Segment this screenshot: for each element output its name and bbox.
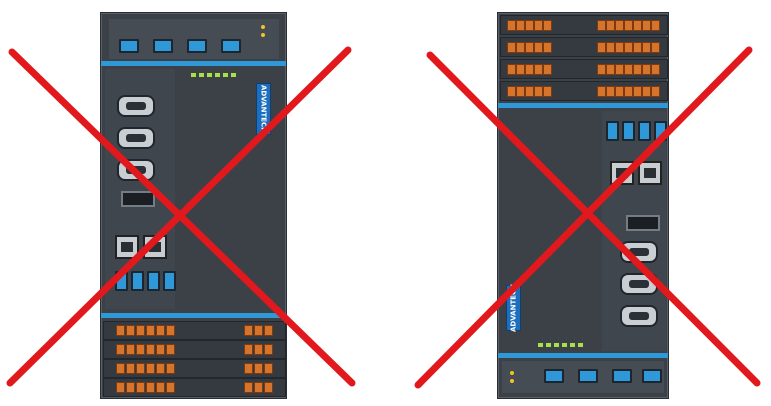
status-led <box>578 343 583 347</box>
usb-port <box>131 271 144 291</box>
status-led <box>261 25 265 29</box>
usb-port <box>612 369 632 383</box>
accent-stripe <box>101 61 286 66</box>
ethernet-port <box>143 235 167 259</box>
status-led <box>510 379 514 383</box>
usb-port <box>163 271 176 291</box>
terminal-block-module <box>103 378 286 397</box>
status-led <box>538 343 543 347</box>
usb-port <box>153 39 173 53</box>
hdmi-port <box>626 215 660 231</box>
brand-label: ADVANTECH <box>506 284 521 332</box>
usb-port <box>221 39 241 53</box>
status-led <box>199 73 204 77</box>
brand-label: ADVANTECH <box>256 83 271 135</box>
status-led <box>223 73 228 77</box>
usb-port <box>578 369 598 383</box>
terminal-block-module <box>103 340 286 359</box>
status-led <box>231 73 236 77</box>
status-led <box>207 73 212 77</box>
accent-stripe <box>498 103 668 108</box>
usb-port <box>119 39 139 53</box>
usb-port <box>147 271 160 291</box>
serial-port <box>620 241 658 263</box>
status-led <box>554 343 559 347</box>
status-led <box>261 33 265 37</box>
status-led <box>546 343 551 347</box>
hdmi-port <box>121 191 155 207</box>
serial-port <box>620 273 658 295</box>
serial-port <box>117 95 155 117</box>
usb-port <box>654 121 667 141</box>
right-device: ADVANTECH <box>497 12 669 399</box>
accent-stripe <box>101 313 286 318</box>
accent-stripe <box>498 353 668 358</box>
status-led <box>562 343 567 347</box>
terminal-block-module <box>103 359 286 378</box>
ethernet-port <box>610 161 634 185</box>
usb-port <box>638 121 651 141</box>
usb-port <box>544 369 564 383</box>
usb-port <box>606 121 619 141</box>
status-led <box>570 343 575 347</box>
usb-port <box>187 39 207 53</box>
usb-port <box>115 271 128 291</box>
terminal-block-module <box>500 37 668 57</box>
serial-port <box>117 127 155 149</box>
serial-port <box>620 305 658 327</box>
terminal-block-module <box>500 59 668 79</box>
terminal-block-module <box>500 15 668 35</box>
ethernet-port <box>638 161 662 185</box>
ethernet-port <box>115 235 139 259</box>
usb-port <box>642 369 662 383</box>
terminal-block-module <box>500 81 668 101</box>
status-led <box>191 73 196 77</box>
usb-port <box>622 121 635 141</box>
terminal-block-module <box>103 321 286 340</box>
status-led <box>510 371 514 375</box>
status-led <box>215 73 220 77</box>
left-device: ADVANTECH <box>100 12 287 399</box>
serial-port <box>117 159 155 181</box>
